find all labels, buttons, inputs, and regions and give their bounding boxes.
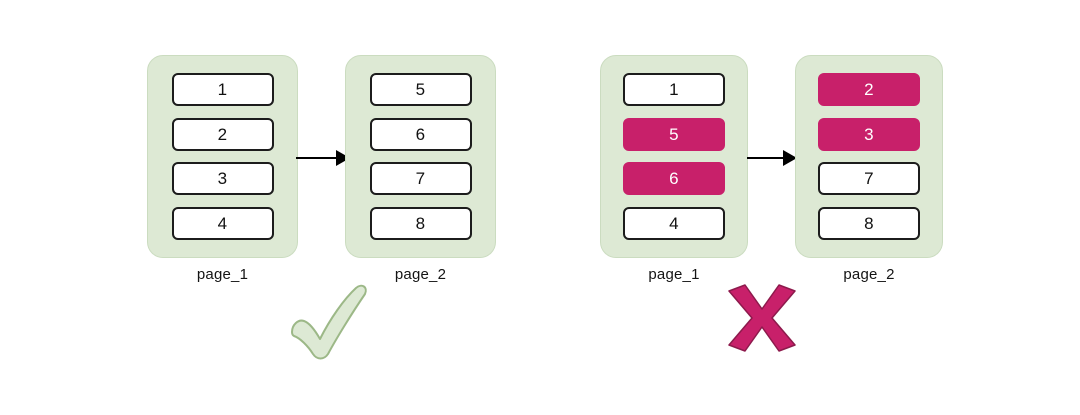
row-cell-highlighted: 3 xyxy=(818,117,920,151)
row-cell: 2 xyxy=(171,117,274,151)
page-container-bad-page2: 2 3 7 8 xyxy=(795,55,943,258)
page-container-good-page2: 5 6 7 8 xyxy=(345,55,496,258)
check-mark-icon xyxy=(291,284,367,360)
page-label-good-page2: page_2 xyxy=(394,266,447,283)
row-cell: 8 xyxy=(369,206,472,240)
row-cell: 1 xyxy=(623,73,725,106)
row-cell: 7 xyxy=(818,162,920,196)
page-label-bad-page1: page_1 xyxy=(648,266,700,283)
flow-arrow-good xyxy=(296,150,350,166)
page-label-good-page1: page_1 xyxy=(196,266,249,283)
row-cell-highlighted: 6 xyxy=(623,162,725,196)
row-cell: 4 xyxy=(623,206,725,240)
row-cell-highlighted: 5 xyxy=(623,117,725,151)
row-cell: 3 xyxy=(171,162,274,196)
page-container-good-page1: 1 2 3 4 xyxy=(147,55,298,258)
page-container-bad-page1: 1 5 6 4 xyxy=(600,55,748,258)
row-cell: 5 xyxy=(369,73,472,106)
flow-arrow-bad xyxy=(747,150,797,166)
row-cell: 4 xyxy=(171,206,274,240)
cross-mark-icon xyxy=(728,284,796,352)
row-cell: 1 xyxy=(171,73,274,106)
row-cell: 6 xyxy=(369,117,472,151)
row-cell: 8 xyxy=(818,206,920,240)
row-cell: 7 xyxy=(369,162,472,196)
page-label-bad-page2: page_2 xyxy=(843,266,895,283)
row-cell-highlighted: 2 xyxy=(818,73,920,106)
